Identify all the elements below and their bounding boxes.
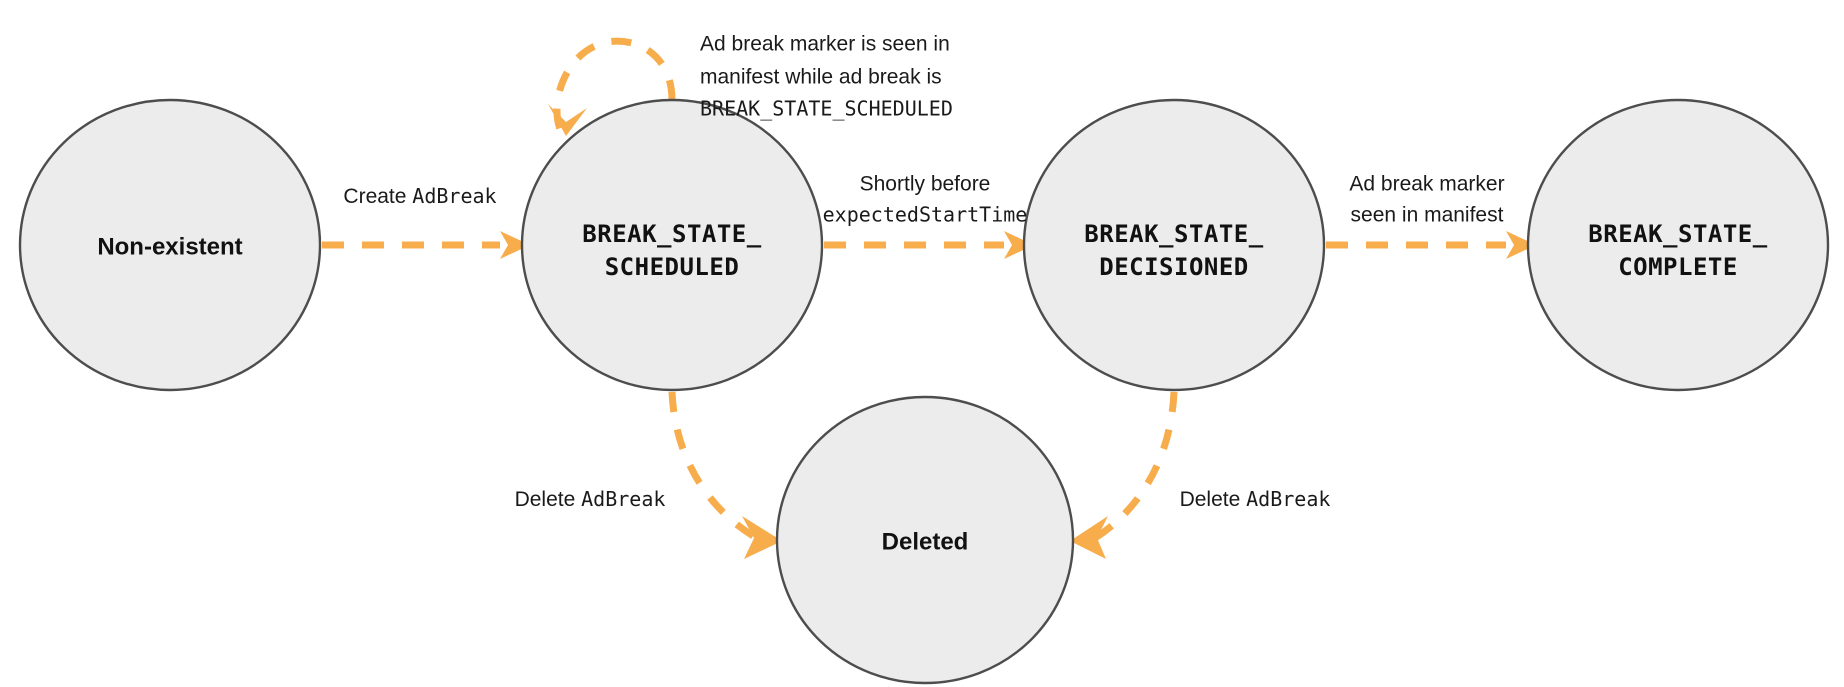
arrowhead-delete-decisioned [1070,516,1108,559]
edge-label-marker-seen-line1: Ad break marker [1349,173,1504,196]
edge-marker-seen-in-manifest [1326,231,1536,259]
edge-label-self-loop: Ad break marker is seen in manifest whil… [700,33,953,121]
node-label-deleted: Deleted [882,528,969,555]
node-label-break-state-scheduled-line1: BREAK_STATE_ [582,220,761,248]
edge-label-self-loop-line1: Ad break marker is seen in [700,33,950,56]
edge-label-delete-decisioned-word: Delete [1180,488,1247,511]
edge-label-shortly-before: Shortly before expectedStartTime [823,173,1028,227]
edge-label-self-loop-line3: BREAK_STATE_SCHEDULED [700,97,953,121]
node-non-existent[interactable]: Non-existent [18,98,322,392]
node-label-break-state-scheduled-line2: SCHEDULED [605,253,740,281]
edge-label-delete-from-decisioned: Delete AdBreak [1180,487,1331,511]
arrowhead-delete-scheduled [742,516,782,559]
arrowhead-shortly-before [1004,231,1034,259]
edge-label-create-adbreak-mono: AdBreak [412,184,496,208]
svg-text:Delete AdBreak: Delete AdBreak [515,487,666,511]
edge-line-delete-decisioned [1090,391,1178,543]
node-label-break-state-decisioned-line2: DECISIONED [1099,253,1249,281]
node-shape-non-existent[interactable] [18,98,322,392]
edge-delete-from-decisioned [1070,391,1178,559]
node-break-state-complete[interactable]: BREAK_STATE_ COMPLETE [1526,98,1830,392]
svg-text:Create AdBreak: Create AdBreak [343,184,496,208]
node-label-break-state-decisioned-line1: BREAK_STATE_ [1084,220,1263,248]
svg-text:Delete AdBreak: Delete AdBreak [1180,487,1331,511]
edge-delete-from-scheduled [668,391,782,559]
edge-label-self-loop-line2: manifest while ad break is [700,66,942,89]
edge-label-shortly-before-line2: expectedStartTime [823,203,1028,227]
edge-create-adbreak [322,231,530,259]
node-label-break-state-complete-line2: COMPLETE [1618,253,1738,281]
arrowhead-marker-seen [1506,231,1536,259]
edge-label-delete-scheduled-mono: AdBreak [581,487,665,511]
edge-label-delete-scheduled-word: Delete [515,488,582,511]
edge-line-self-loop [553,37,676,131]
node-shape-deleted[interactable] [775,395,1075,685]
node-break-state-scheduled[interactable]: BREAK_STATE_ SCHEDULED [520,98,824,392]
edge-line-delete-scheduled [668,391,762,544]
node-shape-break-state-decisioned[interactable] [1022,98,1326,392]
node-shape-break-state-complete[interactable] [1526,98,1830,392]
edge-shortly-before [824,231,1034,259]
edge-label-create-adbreak: Create AdBreak [343,184,496,208]
node-deleted[interactable]: Deleted [775,395,1075,685]
edge-self-loop-scheduled [548,37,676,136]
node-break-state-decisioned[interactable]: BREAK_STATE_ DECISIONED [1022,98,1326,392]
node-label-break-state-complete-line1: BREAK_STATE_ [1588,220,1767,248]
arrowhead-create [500,231,530,259]
edge-label-delete-decisioned-mono: AdBreak [1246,487,1330,511]
edge-label-shortly-before-line1: Shortly before [860,173,991,196]
node-label-non-existent: Non-existent [97,233,242,260]
edge-label-marker-seen-line2: seen in manifest [1351,204,1504,227]
edge-label-delete-from-scheduled: Delete AdBreak [515,487,666,511]
arrowhead-self-loop [548,104,587,136]
edge-label-create-word: Create [343,185,412,208]
node-shape-break-state-scheduled[interactable] [520,98,824,392]
edge-label-marker-seen: Ad break marker seen in manifest [1349,173,1504,227]
